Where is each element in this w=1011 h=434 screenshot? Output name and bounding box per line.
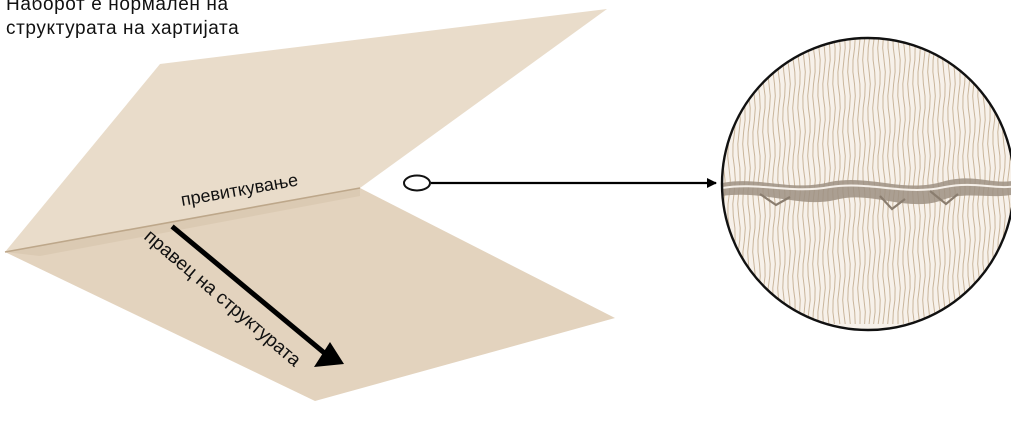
paper-fiber-line bbox=[837, 38, 841, 325]
paper-fiber-line bbox=[942, 38, 946, 325]
paper-fiber-line bbox=[872, 38, 876, 325]
paper-fiber-line bbox=[787, 38, 791, 325]
crease-shadow bbox=[5, 188, 360, 256]
magnifier-border bbox=[720, 36, 1011, 332]
paper-fiber-line bbox=[777, 38, 781, 325]
paper-fiber-line bbox=[922, 38, 926, 325]
paper-fiber-line bbox=[867, 38, 871, 325]
paper-fiber-line bbox=[902, 38, 906, 325]
paper-fiber-line bbox=[917, 38, 921, 325]
paper-fiber-line bbox=[912, 38, 916, 325]
paper-fiber-line bbox=[892, 38, 896, 325]
paper-fiber-line bbox=[812, 38, 816, 325]
caption-line-1: Наборот е нормален на bbox=[6, 0, 229, 15]
paper-fiber-line bbox=[792, 38, 796, 325]
paper-fiber-line bbox=[932, 38, 936, 325]
caption-line-2: структурата на хартијата bbox=[6, 18, 240, 39]
paper-fiber-line bbox=[957, 38, 961, 325]
paper-fiber-line bbox=[797, 38, 801, 325]
paper-fiber-line bbox=[782, 38, 786, 325]
paper-back-sheet bbox=[5, 9, 607, 252]
paper-fiber-line bbox=[847, 38, 851, 325]
paper-front-sheet bbox=[5, 188, 615, 401]
paper-fiber-line bbox=[947, 38, 951, 325]
paper-fiber-line bbox=[887, 38, 891, 325]
paper-fiber-line bbox=[882, 38, 886, 325]
paper-fiber-line bbox=[907, 38, 911, 325]
fold-crack bbox=[722, 178, 1011, 211]
paper-fiber-line bbox=[927, 38, 931, 325]
grain-direction-arrowhead bbox=[314, 342, 344, 367]
paper-fiber-line bbox=[832, 38, 836, 325]
paper-fiber-line bbox=[937, 38, 941, 324]
fold-crease-line bbox=[4, 187, 361, 253]
paper-fiber-line bbox=[802, 38, 806, 325]
paper-fiber-line bbox=[897, 38, 901, 324]
paper-fiber-line bbox=[952, 38, 956, 325]
paper-fiber-line bbox=[827, 38, 831, 325]
paper-fiber-line bbox=[852, 38, 856, 325]
paper-fiber-line bbox=[842, 38, 846, 325]
paper-fiber-line bbox=[822, 38, 826, 325]
diagram-caption: Наборот е нормален на структурата на хар… bbox=[6, 0, 240, 39]
paper-fiber-line bbox=[857, 38, 861, 325]
grain-direction-arrow-shaft bbox=[170, 224, 326, 355]
paper-fiber-line bbox=[817, 38, 821, 325]
paper-fiber-line bbox=[877, 38, 881, 325]
magnifier-lens bbox=[720, 36, 1011, 332]
paper-fiber-line bbox=[807, 38, 811, 325]
paper-fiber-line bbox=[862, 38, 866, 325]
magnified-spot-marker bbox=[403, 174, 431, 192]
